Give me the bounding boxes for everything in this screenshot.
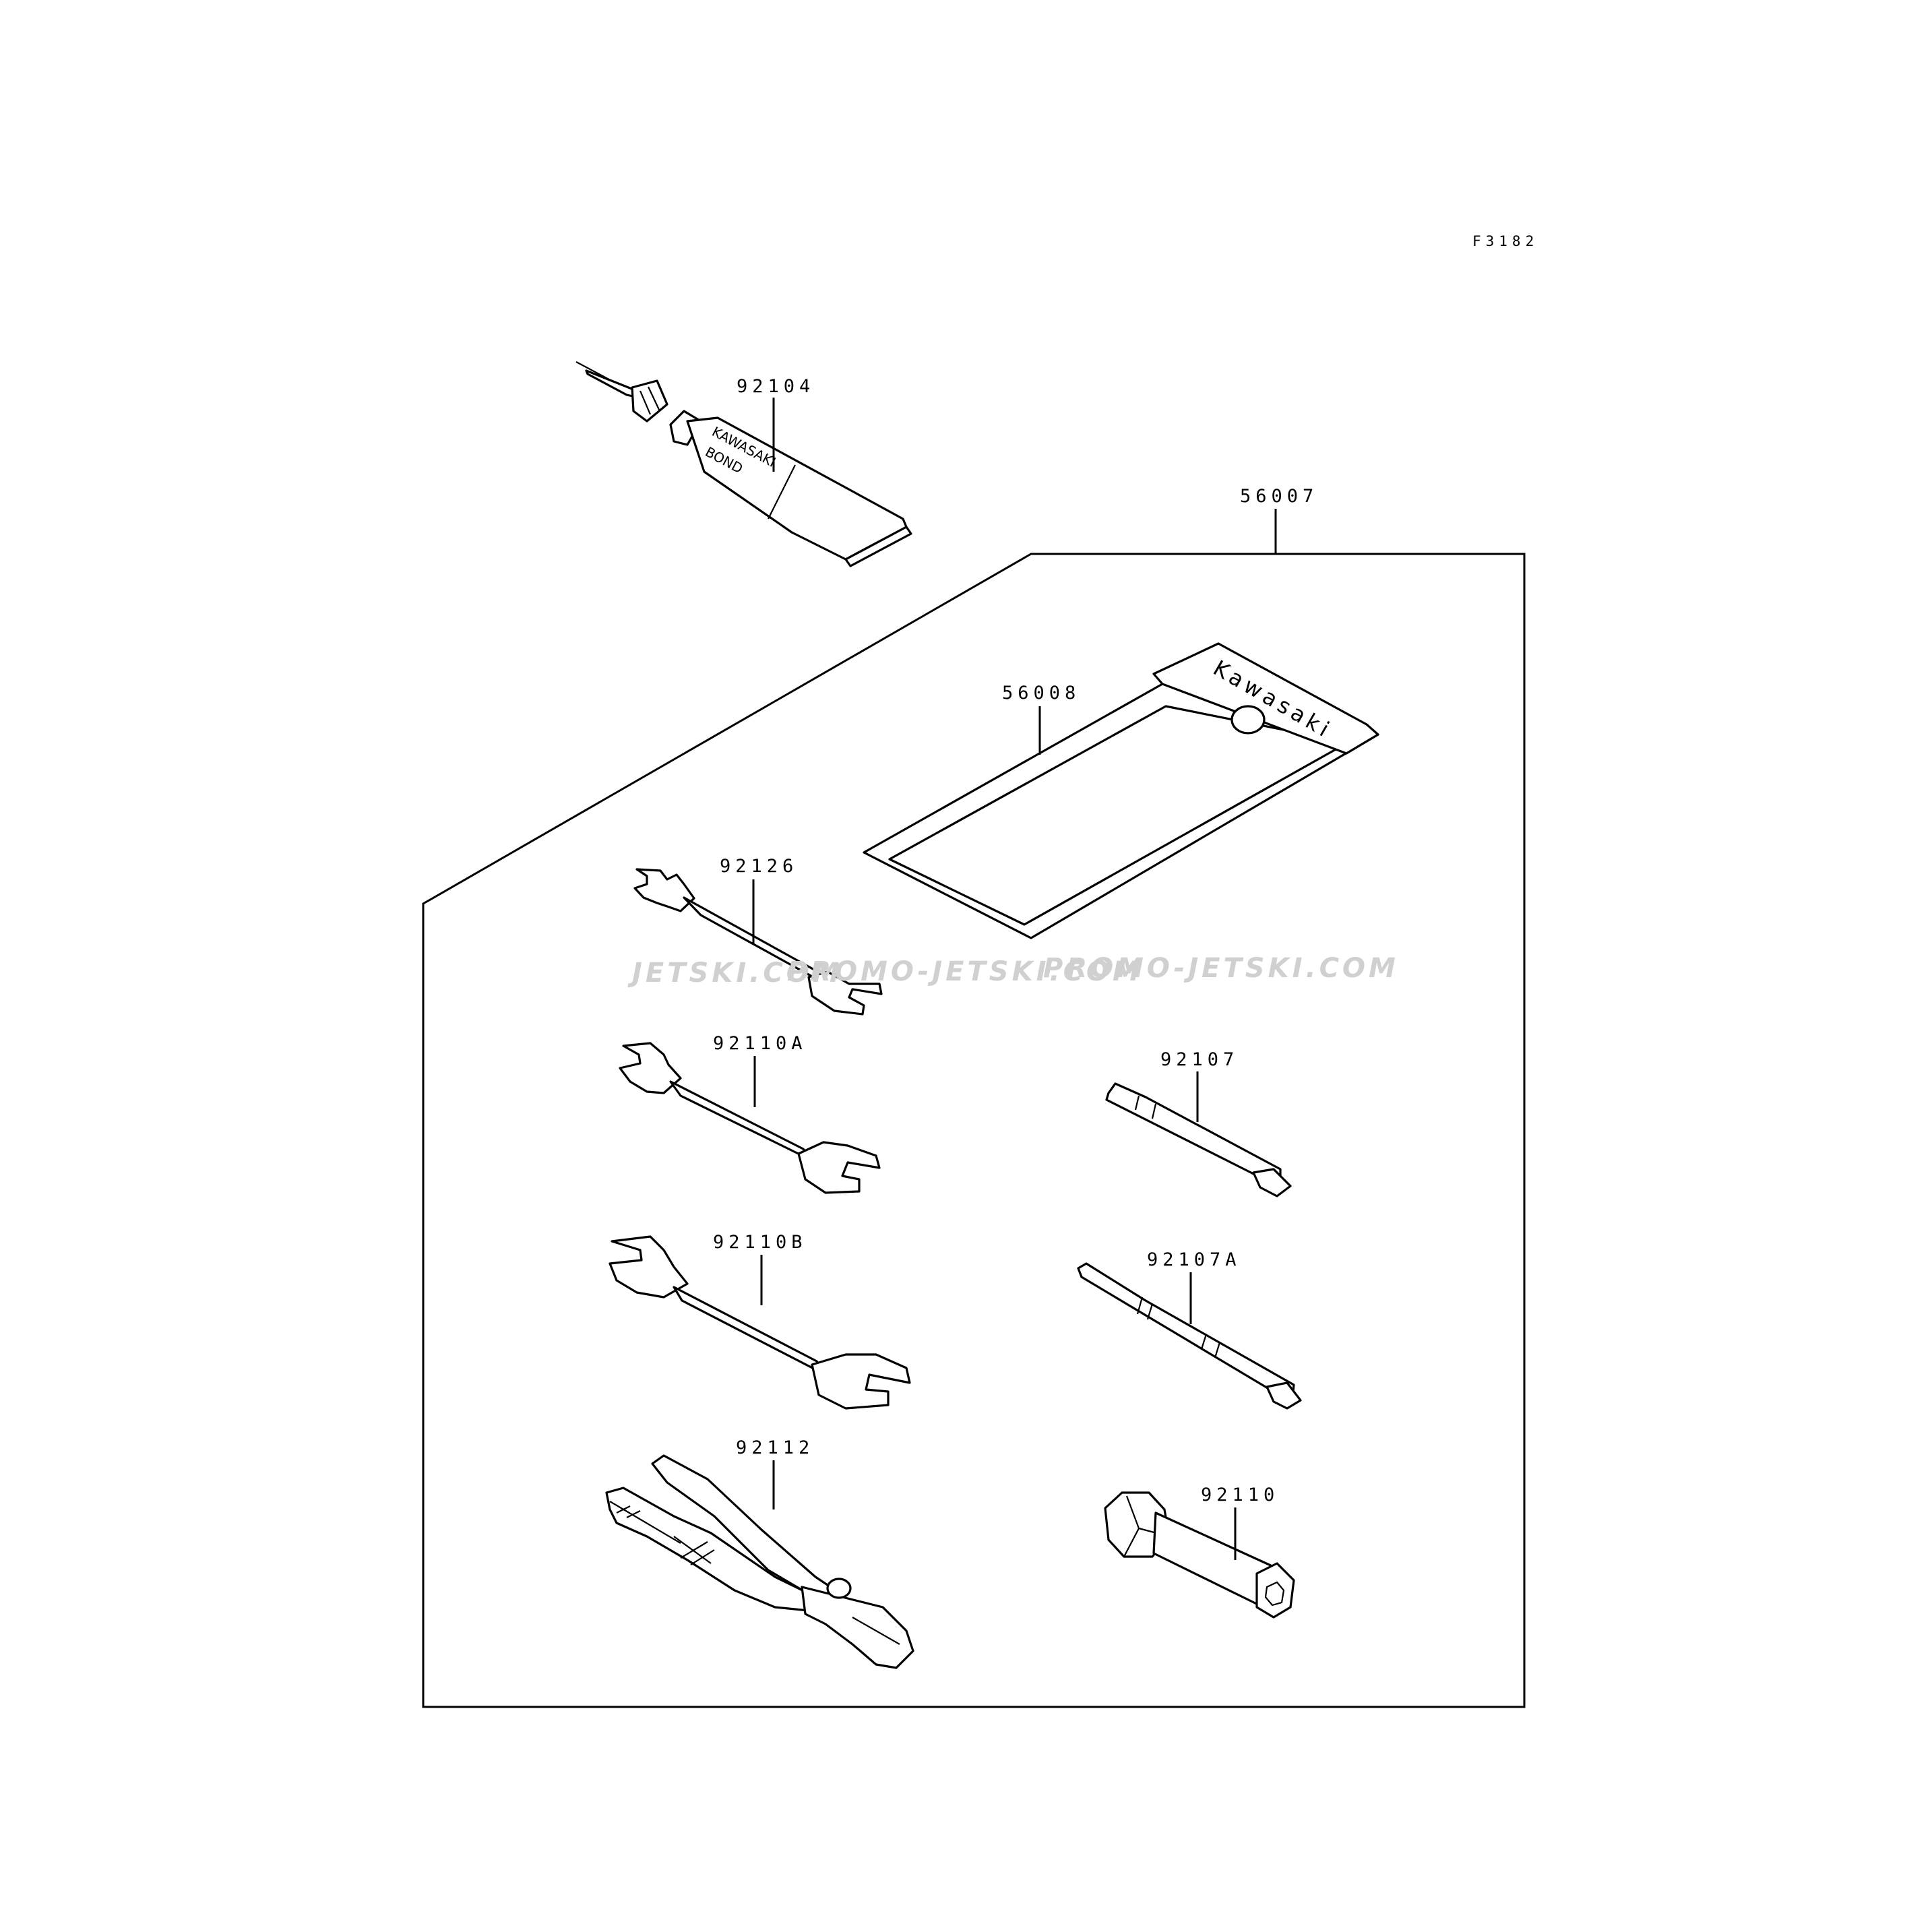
screwdriver-92107	[1105, 1082, 1292, 1197]
socket-92110	[1104, 1491, 1295, 1619]
wrench-92110b	[609, 1235, 911, 1410]
part-number-92107a: 92107A	[1147, 1249, 1241, 1270]
bond-tube: KAWASAKI BOND	[575, 361, 912, 567]
watermark-middle: PROMO-JETSKI.COM	[787, 956, 1143, 987]
part-number-92107: 92107	[1160, 1049, 1239, 1070]
wrench-92126	[633, 868, 883, 1016]
wrench-92110a	[619, 1042, 881, 1194]
part-number-56007: 56007	[1240, 486, 1318, 507]
figure-code: F3182	[1472, 233, 1538, 249]
watermark-left: JETSKI.COM	[627, 958, 843, 989]
screwdriver-92107a	[1077, 1262, 1302, 1410]
part-number-56008: 56008	[1002, 683, 1080, 704]
tool-kit-frame	[422, 553, 1526, 1708]
watermark: JETSKI.COM PROMO-JETSKI.COM PROMO-JETSKI…	[627, 953, 1399, 989]
part-number-92110: 92110	[1201, 1485, 1279, 1505]
part-number-92112: 92112	[736, 1437, 814, 1458]
tool-case: Kawasaki	[863, 642, 1379, 939]
watermark-right: PROMO-JETSKI.COM	[1043, 953, 1399, 984]
pliers-92112	[605, 1454, 914, 1669]
part-number-92126: 92126	[720, 856, 798, 877]
part-number-92104: 92104	[737, 376, 815, 397]
part-number-92110b: 92110B	[713, 1232, 807, 1253]
part-number-92110a: 92110A	[713, 1033, 807, 1054]
